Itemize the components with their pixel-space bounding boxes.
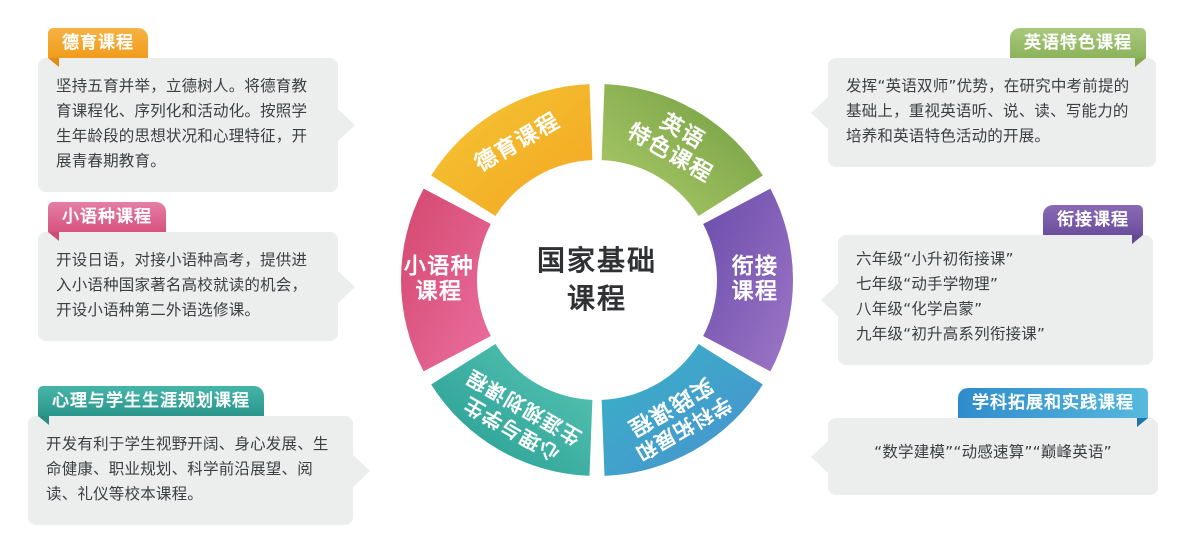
callout-english: 英语特色课程 发挥“英语双师”优势，在研究中考前提的基础上，重视英语听、说、读、… — [828, 28, 1156, 168]
segment-label-line: 课程 — [731, 280, 778, 305]
callout-title-psychology: 心理与学生生涯规划课程 — [38, 386, 264, 425]
callout-title-moral: 德育课程 — [48, 28, 148, 67]
segment-label-line: 小语种 — [404, 255, 475, 280]
donut-segment-subject[interactable] — [601, 343, 763, 476]
bridging-line-3: 九年级“初升高系列衔接课” — [856, 325, 1046, 344]
donut-segment-bridging[interactable] — [703, 188, 793, 372]
callout-body-subject-practice: “数学建模”“动感速算”“巅峰英语” — [828, 418, 1158, 496]
callout-body-english: 发挥“英语双师”优势，在研究中考前提的基础上，重视英语听、说、读、写能力的培养和… — [828, 58, 1156, 168]
bridging-line-1: 七年级“动手学物理” — [856, 275, 999, 294]
curriculum-donut-chart: 德育课程英语特色课程衔接课程学科拓展和实践课程心理与学生生涯规划课程小语种课程 — [401, 84, 793, 476]
callout-title-bridging: 衔接课程 — [1043, 205, 1143, 244]
tab-wrap-psychology: 心理与学生生涯规划课程 — [28, 386, 264, 425]
callout-title-minor-language: 小语种课程 — [48, 202, 166, 241]
tab-wrap-subject-practice: 学科拓展和实践课程 — [828, 388, 1158, 427]
donut-segment-moral[interactable] — [431, 84, 593, 217]
segment-label-line: 衔接 — [731, 255, 778, 280]
callout-psychology: 心理与学生生涯规划课程 开发有利于学生视野开阔、身心发展、生命健康、职业规划、科… — [28, 386, 353, 526]
tab-wrap-english: 英语特色课程 — [828, 28, 1156, 67]
segment-label-bridging: 衔接课程 — [731, 255, 778, 305]
callout-bridging: 衔接课程 六年级“小升初衔接课” 七年级“动手学物理” 八年级“化学启蒙” 九年… — [838, 205, 1153, 366]
segment-label-line: 课程 — [415, 280, 462, 305]
bridging-line-2: 八年级“化学启蒙” — [856, 300, 983, 319]
segment-label-minor: 小语种课程 — [404, 255, 475, 305]
callout-body-psychology: 开发有利于学生视野开阔、身心发展、生命健康、职业规划、科学前沿展望、阅读、礼仪等… — [28, 416, 353, 526]
donut-segment-minor[interactable] — [401, 188, 491, 372]
callout-subject-practice: 学科拓展和实践课程 “数学建模”“动感速算”“巅峰英语” — [828, 388, 1158, 496]
callout-title-english: 英语特色课程 — [1010, 28, 1146, 67]
donut-segments — [401, 84, 793, 476]
callout-body-minor-language: 开设日语，对接小语种高考，提供进入小语种国家著名高校就读的机会，开设小语种第二外… — [38, 232, 338, 342]
callout-title-subject-practice: 学科拓展和实践课程 — [958, 388, 1148, 427]
tab-wrap-moral: 德育课程 — [38, 28, 148, 67]
callout-moral-education: 德育课程 坚持五育并举，立德树人。将德育教育课程化、序列化和活动化。按照学生年龄… — [38, 28, 338, 193]
donut-segment-english[interactable] — [601, 84, 763, 217]
callout-body-moral: 坚持五育并举，立德树人。将德育教育课程化、序列化和活动化。按照学生年龄段的思想状… — [38, 58, 338, 193]
tab-wrap-minor-language: 小语种课程 — [38, 202, 166, 241]
callout-minor-language: 小语种课程 开设日语，对接小语种高考，提供进入小语种国家著名高校就读的机会，开设… — [38, 202, 338, 342]
tab-wrap-bridging: 衔接课程 — [838, 205, 1153, 244]
bridging-line-0: 六年级“小升初衔接课” — [856, 250, 1014, 268]
donut-segment-psych[interactable] — [431, 343, 593, 476]
callout-body-bridging: 六年级“小升初衔接课” 七年级“动手学物理” 八年级“化学启蒙” 九年级“初升高… — [838, 235, 1153, 366]
